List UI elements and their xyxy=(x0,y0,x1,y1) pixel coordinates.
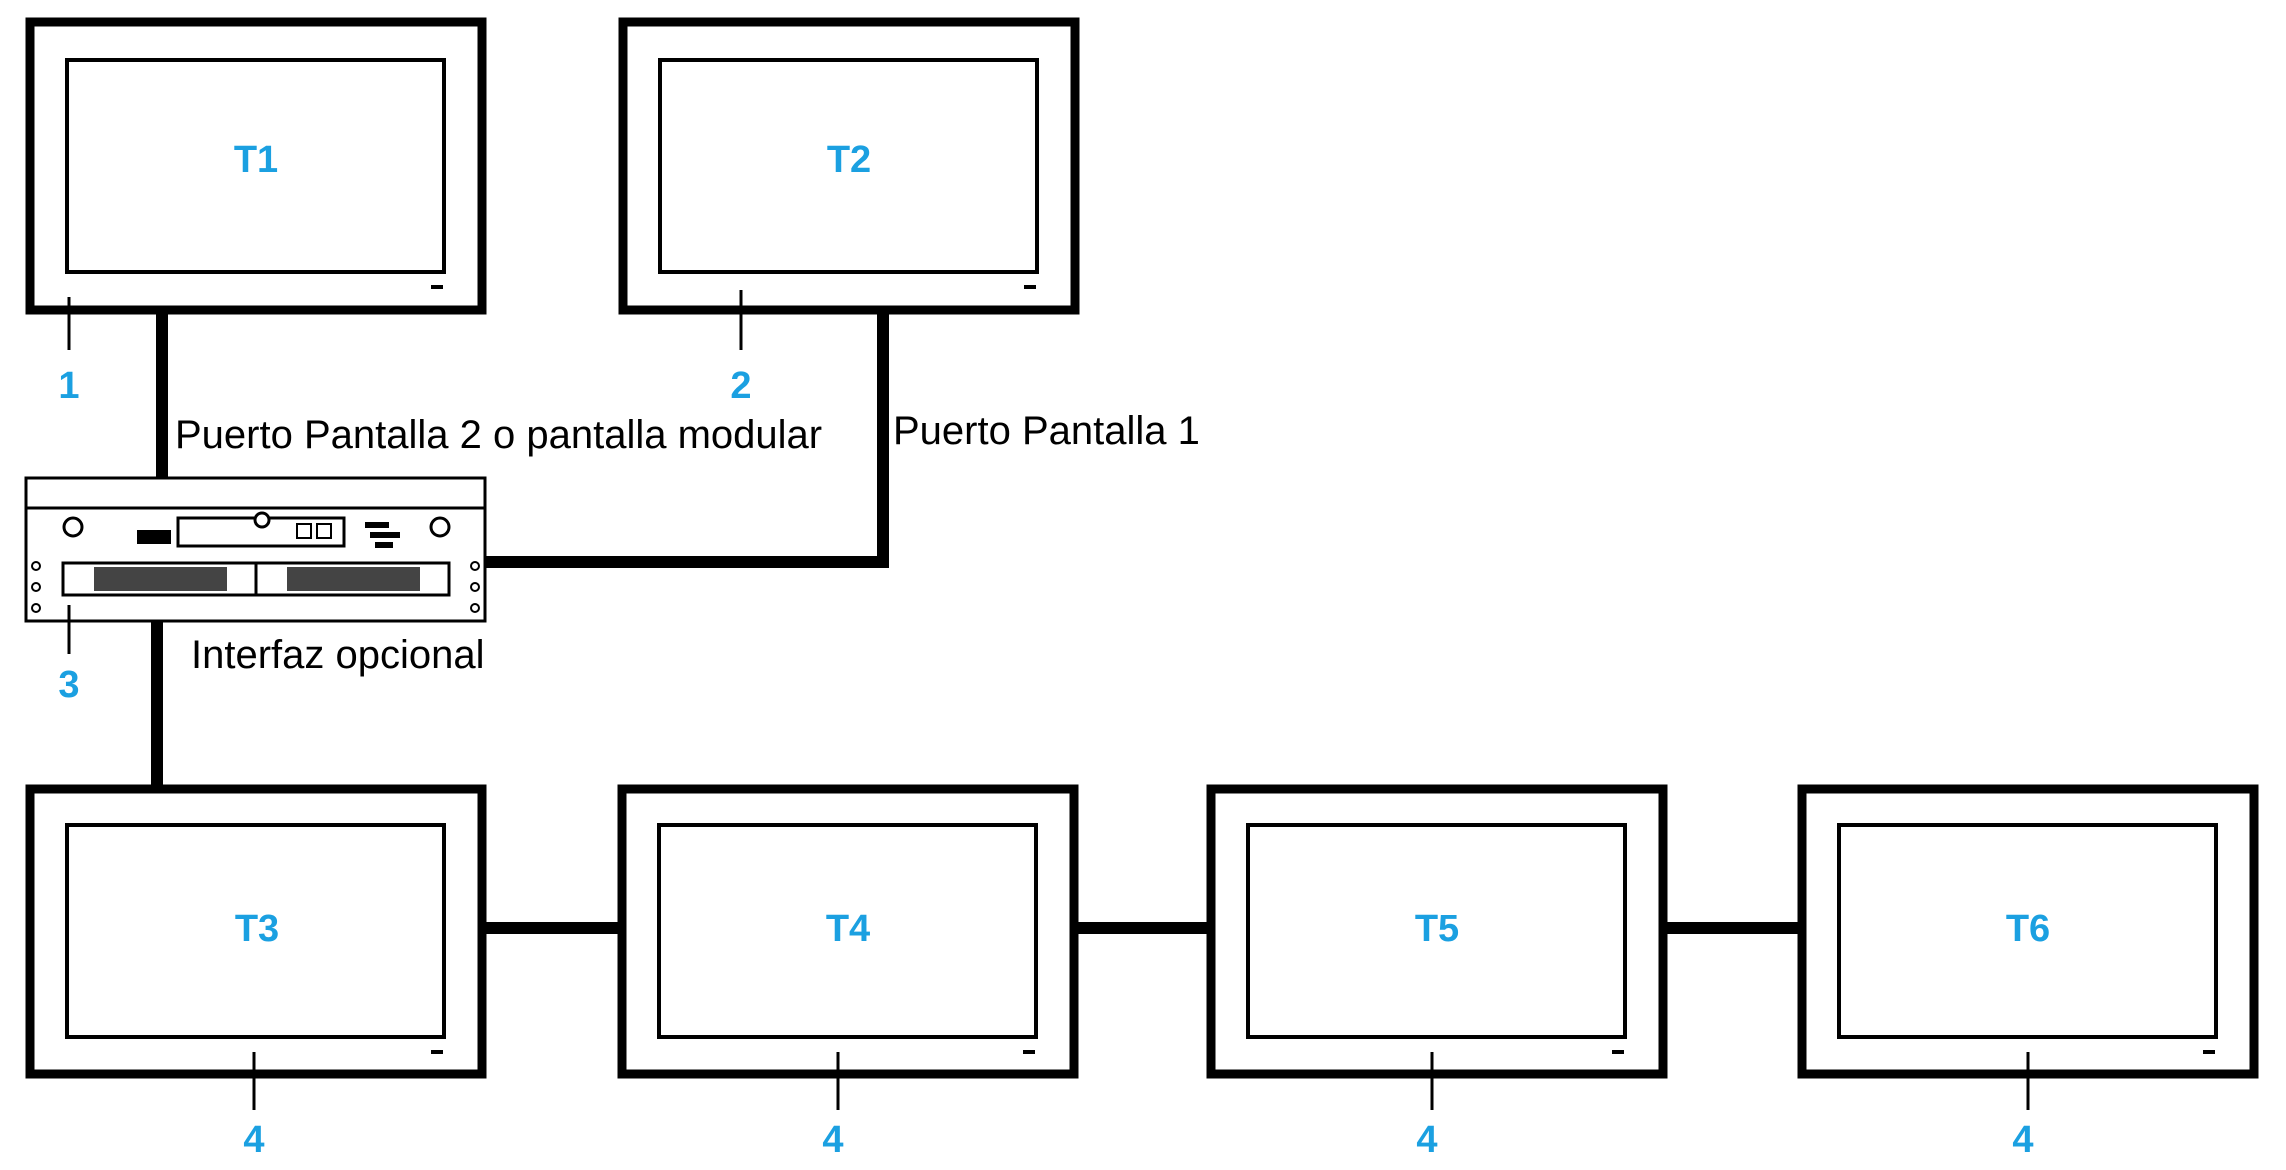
box-lid xyxy=(24,476,487,510)
callout-number: 4 xyxy=(2012,1119,2033,1161)
screw-icon xyxy=(470,603,480,613)
callout-number: 3 xyxy=(58,664,79,706)
screw-icon xyxy=(31,561,41,571)
terminal-tag: T3 xyxy=(235,908,279,950)
label-display-port-1: Puerto Pantalla 1 xyxy=(893,409,1200,453)
label-display-port-2: Puerto Pantalla 2 o pantalla modular xyxy=(175,413,822,457)
terminal-tag: T6 xyxy=(2006,908,2050,950)
terminal-screen xyxy=(65,823,446,1039)
terminal-tag: T5 xyxy=(1415,908,1459,950)
label-block xyxy=(365,522,389,528)
power-knob-icon xyxy=(253,511,271,529)
connection-box: 3 xyxy=(24,476,487,706)
switch-icon xyxy=(296,523,312,539)
terminal-tag: T2 xyxy=(827,139,871,181)
screw-icon xyxy=(470,582,480,592)
slot-grille xyxy=(94,567,227,591)
terminal-t1: T1 1 xyxy=(25,17,487,407)
terminal-t3: T3 4 xyxy=(25,784,487,1161)
terminal-tag: T1 xyxy=(234,139,278,181)
terminal-screen xyxy=(1246,823,1627,1039)
terminal-t4: T4 4 xyxy=(617,784,1079,1161)
terminal-t2: T2 2 xyxy=(618,17,1080,407)
terminal-screen xyxy=(658,58,1039,274)
cable-t2-to-box xyxy=(485,310,889,568)
label-block xyxy=(370,532,400,538)
switch-icon xyxy=(316,523,332,539)
label-block xyxy=(375,542,393,548)
callout-number: 4 xyxy=(243,1119,264,1161)
screw-icon xyxy=(429,516,451,538)
screw-icon xyxy=(31,582,41,592)
callout-number: 2 xyxy=(730,365,751,407)
slot-grille xyxy=(287,567,420,591)
terminal-screen xyxy=(1837,823,2218,1039)
terminal-screen xyxy=(65,58,446,274)
callout-number: 4 xyxy=(822,1119,843,1161)
callout-number: 1 xyxy=(58,365,79,407)
terminal-screen xyxy=(657,823,1038,1039)
label-optional-interface: Interfaz opcional xyxy=(191,633,485,677)
terminal-tag: T4 xyxy=(826,908,870,950)
screw-icon xyxy=(470,561,480,571)
terminal-t5: T5 4 xyxy=(1206,784,1668,1161)
terminal-t6: T6 4 xyxy=(1797,784,2259,1161)
screw-icon xyxy=(62,516,84,538)
display-port-connector xyxy=(137,530,171,544)
screw-icon xyxy=(31,603,41,613)
callout-number: 4 xyxy=(1416,1119,1437,1161)
